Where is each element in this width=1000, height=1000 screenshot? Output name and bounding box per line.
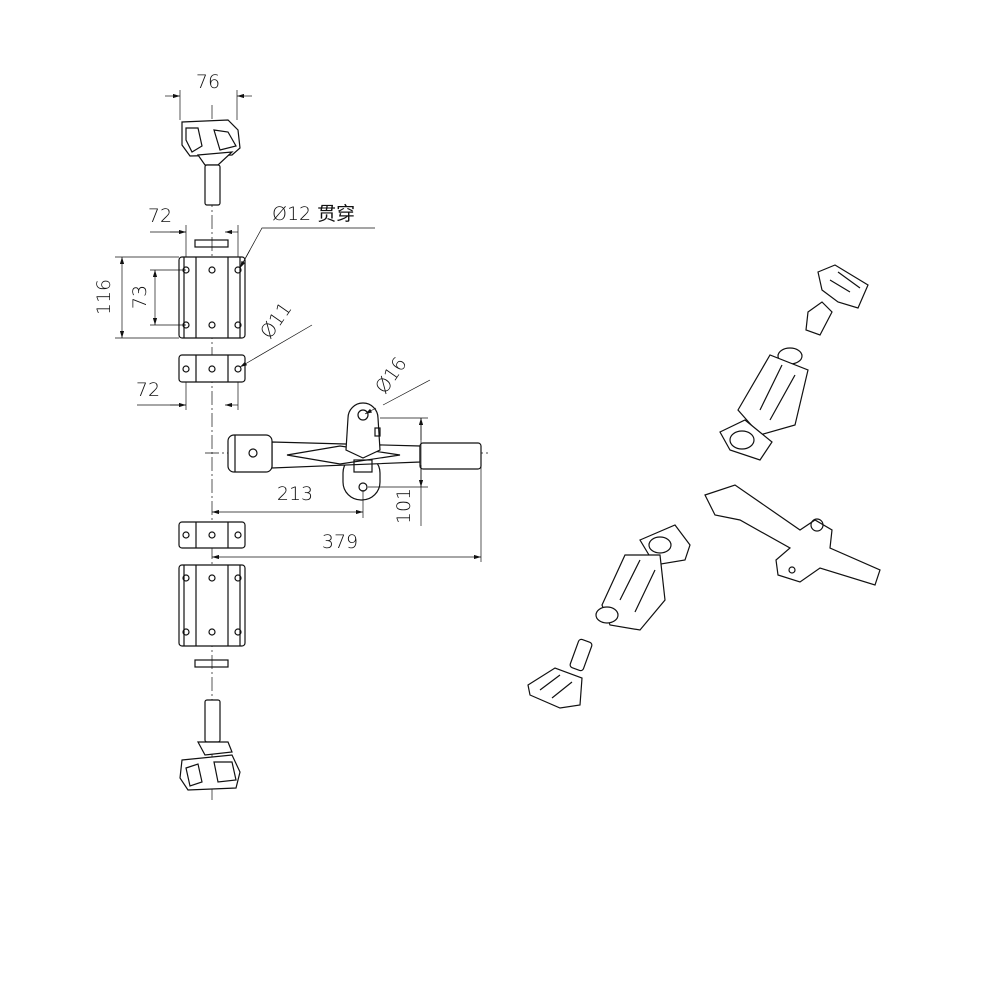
dim-label: 76 bbox=[196, 71, 220, 93]
dim-label: 213 bbox=[277, 483, 313, 505]
leader-hole-through: Ø12 贯穿 bbox=[239, 203, 375, 269]
dim-116: 116 bbox=[93, 256, 179, 339]
dim-76: 76 bbox=[165, 71, 252, 120]
dim-101: 101 bbox=[368, 417, 428, 526]
dim-label: 72 bbox=[148, 205, 172, 227]
leader-pivot: Ø16 bbox=[364, 353, 431, 415]
keeper-plate-2 bbox=[178, 521, 246, 549]
keeper-plate-1 bbox=[178, 354, 246, 383]
dim-label: Ø16 bbox=[371, 353, 411, 398]
dim-label: Ø11 bbox=[256, 298, 296, 343]
bottom-lock-head bbox=[179, 699, 241, 791]
dim-72-top: 72 bbox=[148, 205, 239, 260]
dim-label: 72 bbox=[136, 379, 160, 401]
slot bbox=[194, 659, 229, 668]
slot bbox=[194, 239, 229, 248]
dim-label: 379 bbox=[322, 531, 358, 553]
dim-label: 73 bbox=[129, 285, 151, 309]
dim-213: 213 bbox=[212, 483, 364, 518]
isometric-view bbox=[527, 264, 881, 709]
mounting-plate-top bbox=[178, 256, 246, 339]
dim-label: Ø12 贯穿 bbox=[272, 203, 355, 225]
mounting-plate-bottom bbox=[178, 564, 246, 647]
leader-hole-small: Ø11 bbox=[239, 298, 313, 368]
top-lock-head bbox=[181, 119, 241, 206]
handle-assembly bbox=[205, 402, 490, 501]
dim-label: 116 bbox=[93, 279, 115, 315]
dim-72-lower: 72 bbox=[136, 379, 239, 410]
dim-379: 379 bbox=[212, 456, 482, 562]
dim-label: 101 bbox=[393, 488, 415, 524]
dim-73: 73 bbox=[129, 269, 186, 326]
